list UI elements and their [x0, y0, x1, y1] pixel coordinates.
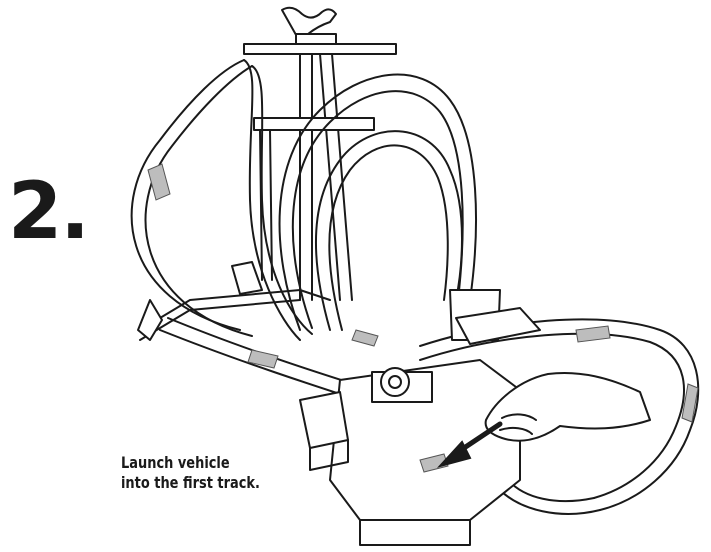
step-number: 2.: [8, 167, 90, 257]
tower-frame: [244, 8, 396, 300]
center-loops: [280, 75, 476, 330]
hand: [486, 373, 650, 441]
left-support: [138, 262, 330, 340]
launcher-base: [300, 290, 540, 545]
vehicle-right-side: [682, 384, 698, 422]
vehicle-left-loop: [148, 164, 170, 200]
arrow-pointer-icon: [440, 424, 500, 466]
vehicle-front-track: [248, 350, 278, 368]
instruction-caption: Launch vehicle into the first track.: [121, 453, 260, 493]
vehicles: [148, 164, 698, 472]
caption-line-1: Launch vehicle: [121, 453, 230, 472]
caption-line-2: into the first track.: [121, 473, 260, 492]
vehicle-launcher: [420, 454, 448, 472]
vehicle-right-top: [576, 326, 610, 342]
vehicle-center: [352, 330, 378, 346]
